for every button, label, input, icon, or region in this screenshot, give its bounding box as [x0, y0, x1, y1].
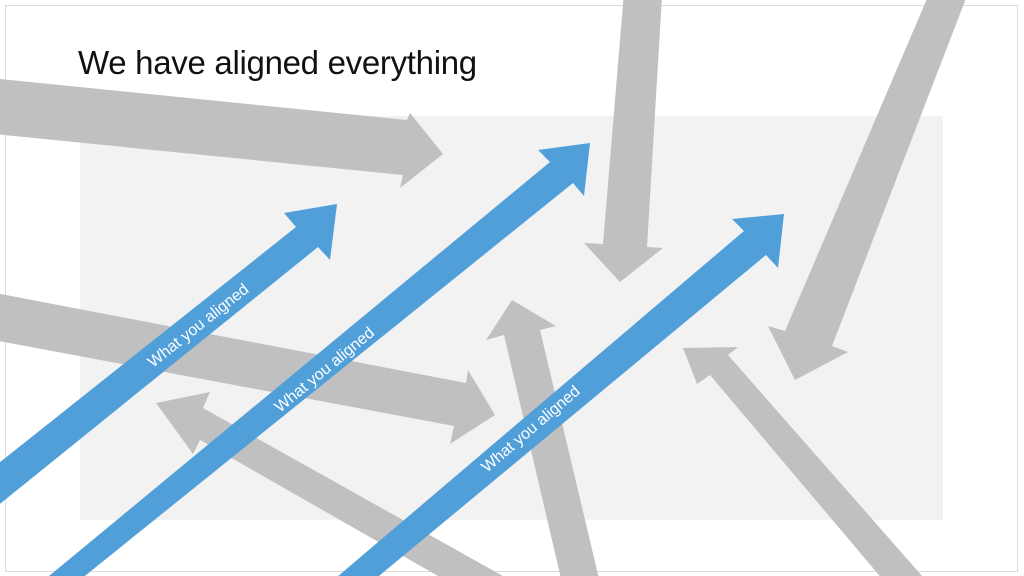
- blue-arrow-2: [49, 143, 590, 576]
- blue-arrow-1: [0, 204, 337, 504]
- gray-arrow-bottom-right-up-left: [683, 347, 923, 576]
- slide-title: We have aligned everything: [78, 44, 477, 81]
- gray-arrow-top-right-down: [768, 0, 966, 380]
- misaligned-arrows: [0, 0, 966, 576]
- gray-arrow-middle-left: [0, 293, 495, 444]
- gray-arrow-top-left: [0, 79, 443, 188]
- aligned-arrows: [0, 143, 784, 576]
- gray-arrow-top-center-down: [584, 0, 663, 282]
- slide-frame: [5, 5, 1018, 572]
- blue-arrow-3: [338, 214, 784, 576]
